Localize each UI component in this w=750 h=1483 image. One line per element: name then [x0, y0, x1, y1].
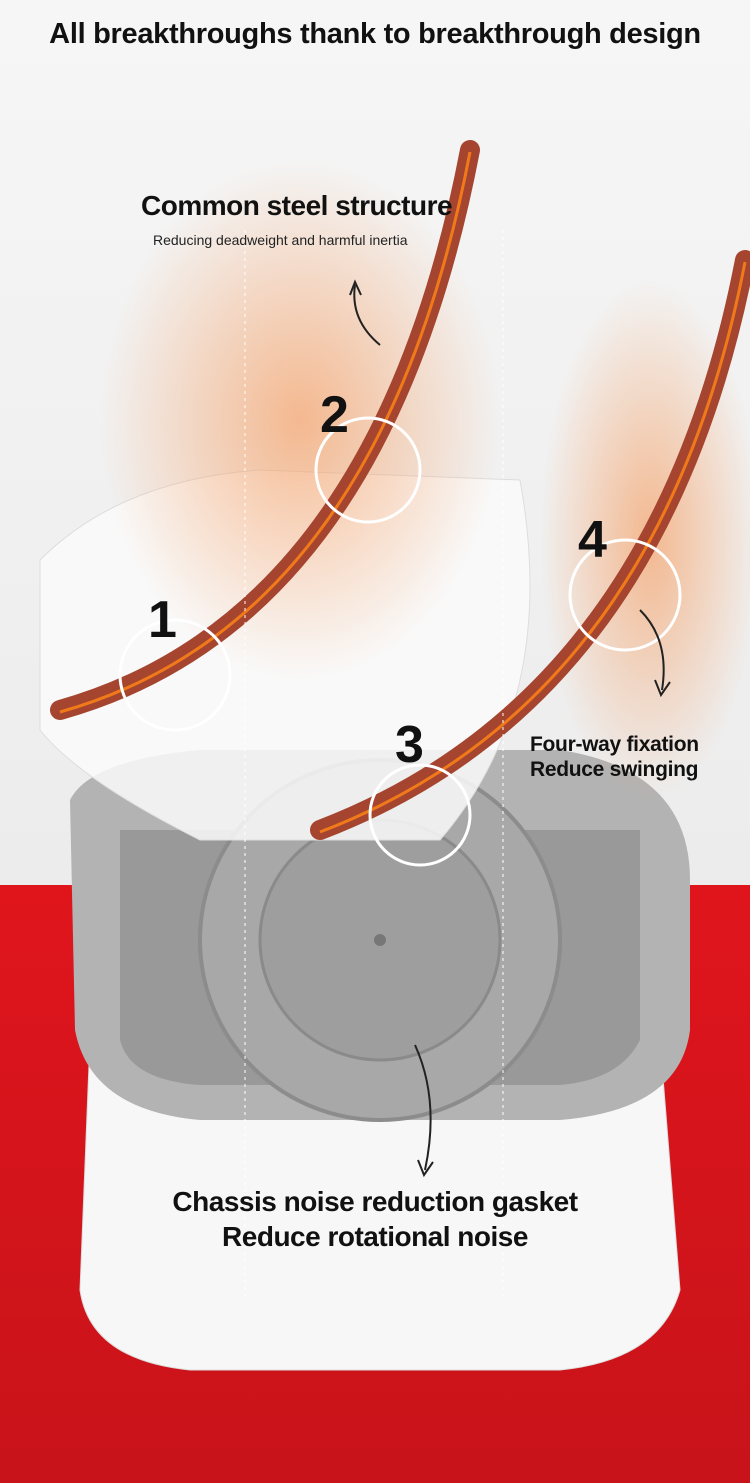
- chassis-caption: Chassis noise reduction gasket Reduce ro…: [0, 1184, 750, 1254]
- marker-number-4: 4: [578, 511, 607, 569]
- marker-number-3: 3: [395, 716, 424, 774]
- fixation-caption: Four-way fixation Reduce swinging: [530, 732, 699, 782]
- steel-structure-subtitle: Reducing deadweight and harmful inertia: [153, 232, 408, 248]
- marker-circle-3: [368, 763, 472, 867]
- arrow-up-icon: [349, 279, 381, 346]
- steel-arc-right-highlight: [319, 261, 747, 834]
- tray-center-hub: [374, 934, 386, 946]
- heat-glow-left: [100, 160, 500, 680]
- fixation-line-1: Four-way fixation: [530, 733, 699, 756]
- arrow-down-right-icon: [639, 609, 671, 698]
- marker-circle-2: [314, 416, 422, 524]
- chassis-line-1: Chassis noise reduction gasket: [172, 1186, 578, 1217]
- chassis-line-2: Reduce rotational noise: [222, 1221, 528, 1252]
- steel-structure-title: Common steel structure: [141, 190, 453, 221]
- marker-circle-1: [118, 618, 232, 732]
- marker-number-2: 2: [320, 386, 349, 444]
- marker-number-1: 1: [148, 591, 177, 649]
- steel-arc-left-highlight: [59, 151, 472, 714]
- headline: All breakthroughs thank to breakthrough …: [49, 18, 701, 50]
- marker-circle-4: [568, 538, 682, 652]
- fixation-line-2: Reduce swinging: [530, 758, 699, 781]
- chassis-base: [79, 1039, 681, 1371]
- arrow-down-icon: [414, 1044, 434, 1178]
